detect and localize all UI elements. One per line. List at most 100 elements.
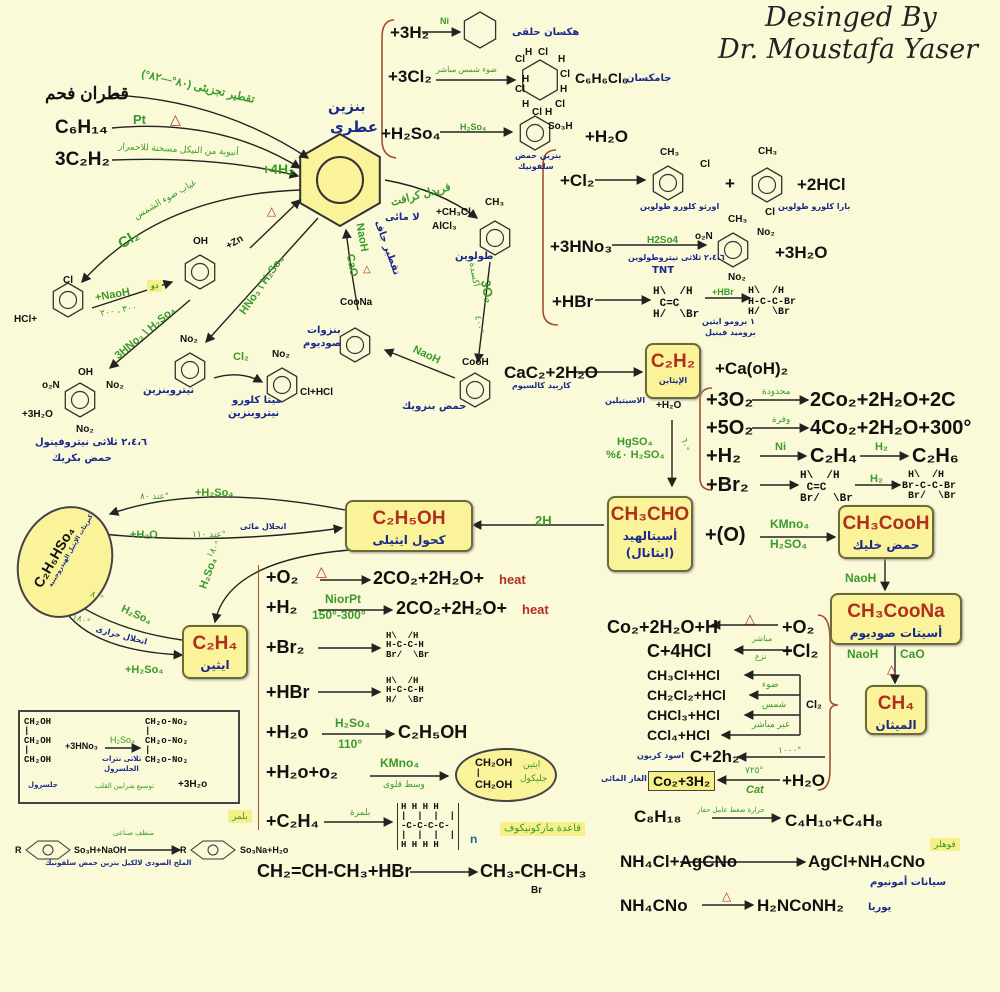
picric-acid-ring	[64, 382, 96, 418]
tnt-o2n: o₂N	[695, 231, 713, 242]
benzene-name2: عطرى	[330, 118, 378, 136]
designer-line2: Dr. Moustafa Yaser	[718, 34, 979, 65]
er-hbr: +HBr	[266, 682, 310, 702]
me-r4c1: ٧٢٥°	[745, 765, 764, 775]
plus-4h2: +4H₂	[262, 161, 295, 177]
er-etoh: C₂H₅OH	[398, 722, 468, 742]
sodium-benzoate-ring-aromatic-circle	[345, 335, 365, 355]
friedel-crafts-arrow	[384, 179, 479, 219]
ester-h2so4: +H₂So₄	[195, 487, 234, 499]
heat-triangle-icon: △	[363, 264, 371, 275]
do-label: دو	[147, 280, 163, 292]
nitro-cl2: Cl₂	[233, 351, 249, 363]
picric-o2n: o₂N	[42, 380, 60, 391]
atom-cl: Cl	[515, 84, 525, 95]
ac-r3e: C₂H₆	[912, 445, 959, 467]
add-cl2: +3Cl₂	[388, 67, 432, 86]
oxid-h2so4: H₂SO₄	[770, 537, 808, 551]
add-ni: Ni	[440, 16, 449, 26]
me-r4: Co₂+3H₂	[648, 771, 716, 791]
hydrolysis-t110: عند ١١٠°	[192, 529, 226, 539]
sodium-benzoate-ring	[339, 327, 371, 363]
nitroglycerin-formula: CH₂o-No₂ | CH₂o-No₂ | CH₂o-No₂	[145, 717, 189, 765]
acetaldehyde-name1: أسيتالهيد	[622, 529, 678, 543]
toluene-name: طولوين	[455, 251, 494, 262]
sunlight: ضوء شمس مباشر	[436, 65, 497, 74]
divider	[258, 565, 259, 830]
coal-tar-arrow	[111, 94, 310, 159]
cyclohexane-ring	[463, 11, 497, 49]
me-c4: CCl₄+HCl	[647, 727, 711, 743]
tnt-name: ٢،٤،٦ ثلاثى نيتروطولوين	[628, 253, 725, 262]
ethanol-name: كحول ايثيلى	[372, 533, 446, 547]
atom-h: H	[525, 47, 533, 58]
meta-no2: No₂	[272, 349, 290, 360]
ac-r2a: +5O₂	[706, 417, 754, 439]
oxidation-o: +(O)	[705, 524, 746, 546]
toluene-ring	[479, 220, 511, 256]
me-c2: CH₂Cl₂+HCl	[647, 687, 726, 703]
benzoate-name2: صوديوم	[303, 338, 342, 349]
kmno4: KMno₄	[770, 517, 810, 531]
ethene-formula: C₂H₄	[192, 633, 238, 654]
er-p1: 2CO₂+2H₂O+	[396, 598, 508, 618]
ac-r4-structure: H\ /H C=C Br/ \Br	[800, 470, 853, 506]
nitroglycerin-name1: ثلاثى نترات	[102, 755, 142, 763]
ac-r4-product: H\ /H Br-C-C-Br Br/ \Br	[902, 470, 957, 502]
me-l2: شمس	[762, 699, 787, 709]
er-hbr-product: H\ /H H-C-C-H H/ \Br	[386, 676, 424, 705]
meta-product: Cl+HCl	[300, 387, 334, 398]
atom-cl: Cl	[555, 99, 565, 110]
hydration-temp: ٦٠°	[679, 437, 692, 452]
er-br2-product: H\ /H H-C-C-H Br/ \Br	[386, 631, 430, 660]
markovnikov-tag: قاعدة ماركونيكوف	[500, 822, 586, 836]
nitrobenzene-name: نيتروبنزين	[143, 385, 195, 396]
heat-triangle-icon: △	[316, 563, 327, 579]
tnt-ring-aromatic-circle	[723, 240, 743, 260]
ester-arrow	[108, 496, 346, 516]
heat-triangle-icon: △	[267, 204, 277, 218]
meta-chloronitrobenzene-ring-aromatic-circle	[272, 375, 292, 395]
benzene-ring-aromatic-circle	[316, 156, 364, 204]
markovnikov-br: Br	[531, 885, 543, 896]
alkylbenzene-ring	[25, 840, 71, 860]
ac-r1c: محدودة	[762, 386, 791, 396]
methane-formula: CH₄	[877, 693, 915, 714]
benzoic-name: حمض بنزويك	[402, 401, 467, 412]
me-c3: CHCl₃+HCl	[647, 707, 720, 723]
hexane: C₆H₁₄	[55, 117, 108, 138]
me-r2c1: مباشر	[752, 634, 773, 643]
acetate-naoh: NaoH	[847, 647, 879, 661]
er-t110: 110°	[338, 737, 363, 751]
benzoic-acid-ring	[459, 372, 491, 408]
heat-triangle-icon: △	[887, 662, 897, 676]
glycerol-use: توسيع شرايين القلب	[95, 783, 155, 790]
me-l1: ضوء	[762, 679, 779, 689]
coal-tar: قطران فحم	[45, 84, 129, 103]
benzoate-name1: بنزوات	[307, 325, 341, 336]
ethene-box: C₂H₄ ايثين	[182, 625, 248, 679]
ac-r2b: 4Co₂+2H₂O+300°	[810, 417, 972, 439]
me-r3: C+2h₂	[690, 747, 740, 766]
hydrolysis-label: انحلال مائى	[240, 522, 287, 531]
er-h2oo2: +H₂o+o₂	[266, 762, 339, 782]
toluene-ring-aromatic-circle	[485, 228, 505, 248]
pt-catalyst: Pt	[133, 112, 146, 127]
ortho-chlorotoluene-ring	[652, 165, 684, 201]
ac-r1b: 2Co₂+2H₂O+2C	[810, 389, 956, 411]
me-r2: C+4HCl	[647, 641, 712, 661]
tnt-no2: No₂	[757, 227, 775, 238]
ac-r3c: Ni	[775, 441, 786, 453]
detergent-top: منظف صناعى	[113, 830, 154, 837]
nitrobenzene-ring	[174, 352, 206, 388]
toluene-ch3: CH₃	[485, 197, 505, 208]
atom-h: H	[560, 84, 568, 95]
polymer-tag: بلمر	[228, 810, 252, 823]
picric-arrow	[108, 299, 191, 369]
nitrobenzene-ring-aromatic-circle	[180, 360, 200, 380]
me-r1b: +O₂	[782, 617, 815, 637]
atom-h: H	[545, 107, 553, 118]
tol-hbr: +HBr	[552, 292, 594, 311]
acetaldehyde-box: CH₃CHO أسيتالهيد (ايثانال)	[607, 496, 693, 572]
alkylbenzene-ring	[190, 840, 236, 860]
